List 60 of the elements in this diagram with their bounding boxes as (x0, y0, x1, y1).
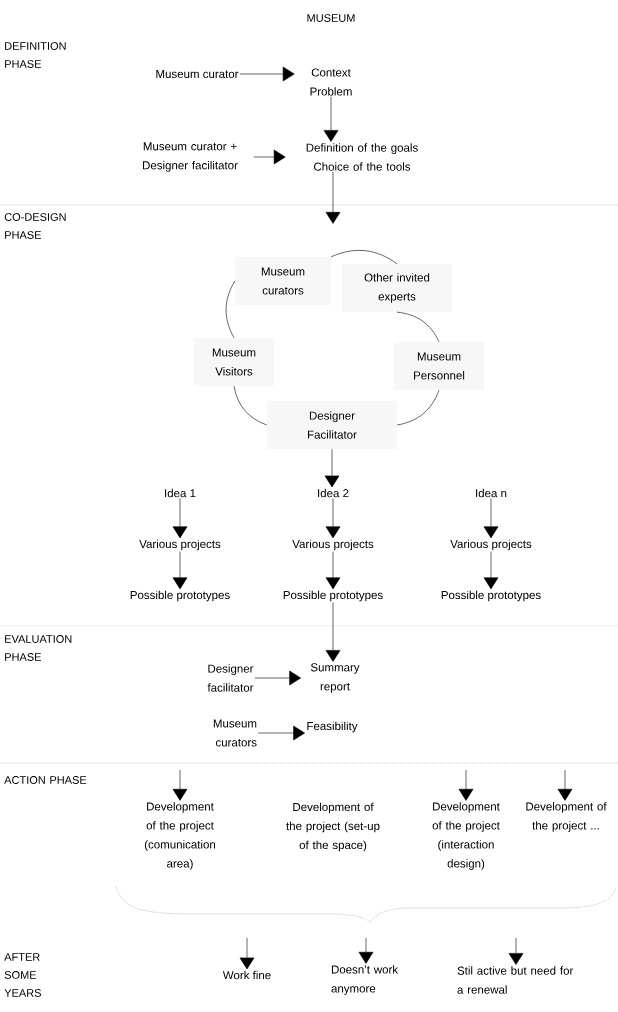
arrow (325, 602, 341, 662)
step-text: Development of the project (interaction design) (432, 802, 500, 870)
participant-box: Museum Visitors (194, 338, 274, 386)
circle-arc (330, 250, 398, 265)
arrow (483, 551, 499, 590)
circle-arc (225, 280, 236, 339)
arrow (172, 498, 188, 539)
arrow (239, 66, 295, 82)
step-text: Museum curator + Designer facilitator (143, 142, 238, 172)
arrow (557, 769, 573, 801)
arrow (458, 769, 474, 801)
step-text: Designer facilitator (207, 664, 254, 692)
circle-arc (396, 311, 440, 343)
step-text: Feasibility (307, 721, 358, 733)
arrow (325, 498, 341, 539)
arrow (358, 937, 374, 964)
step-text: Various projects (139, 539, 221, 551)
arrow (325, 171, 341, 224)
participant-box: Museum curators (235, 257, 331, 305)
step-text: Idea 2 (318, 488, 349, 498)
title: MUSEUM (307, 14, 355, 22)
participant-box: Designer Facilitator (267, 401, 397, 449)
step-text: Possible prototypes (130, 590, 230, 602)
phase-label: ACTION PHASE (4, 776, 87, 784)
participant-box: Museum Personnel (394, 342, 484, 390)
step-text: Various projects (292, 539, 374, 551)
arrow (325, 551, 341, 590)
step-text: Museum curator (156, 70, 239, 78)
step-text: Stil active but need for a renewal (457, 966, 574, 994)
participant-box: Other invited experts (342, 264, 452, 312)
arrow (172, 769, 188, 801)
arrow (508, 937, 524, 965)
arrow (483, 498, 499, 539)
arrow (253, 149, 286, 165)
step-text: Development of the project ... (526, 802, 607, 832)
arrow (257, 725, 305, 741)
step-text: Idea n (476, 488, 507, 498)
step-text: Development of the project (set-up of the space) (286, 802, 380, 852)
arrow (239, 937, 255, 970)
circle-arc (396, 389, 440, 426)
step-text: Context Problem (310, 68, 352, 96)
arrow (172, 551, 188, 590)
step-text: Possible prototypes (283, 590, 383, 602)
step-text: Definition of the goals Choice of the tools (306, 143, 418, 171)
step-text: Possible prototypes (441, 590, 541, 602)
step-text: Various projects (450, 539, 532, 551)
phase-label: EVALUATION PHASE (5, 635, 72, 661)
phase-label: AFTER SOME YEARS (4, 953, 41, 997)
circle-arc (233, 385, 268, 426)
step-text: Development of the project (comunication area) (144, 802, 216, 870)
phase-label: CO-DESIGN PHASE (4, 213, 66, 239)
step-text: Doesn’t work anymore (331, 965, 399, 995)
arrow (324, 448, 340, 488)
step-text: Idea 1 (165, 488, 196, 498)
step-text: Summary report (310, 663, 360, 693)
phase-label: DEFINITION PHASE (5, 42, 66, 68)
arrow (254, 670, 302, 686)
arrow (323, 96, 339, 142)
step-text: Museum curators (213, 719, 257, 747)
step-text: Work fine (222, 970, 271, 980)
